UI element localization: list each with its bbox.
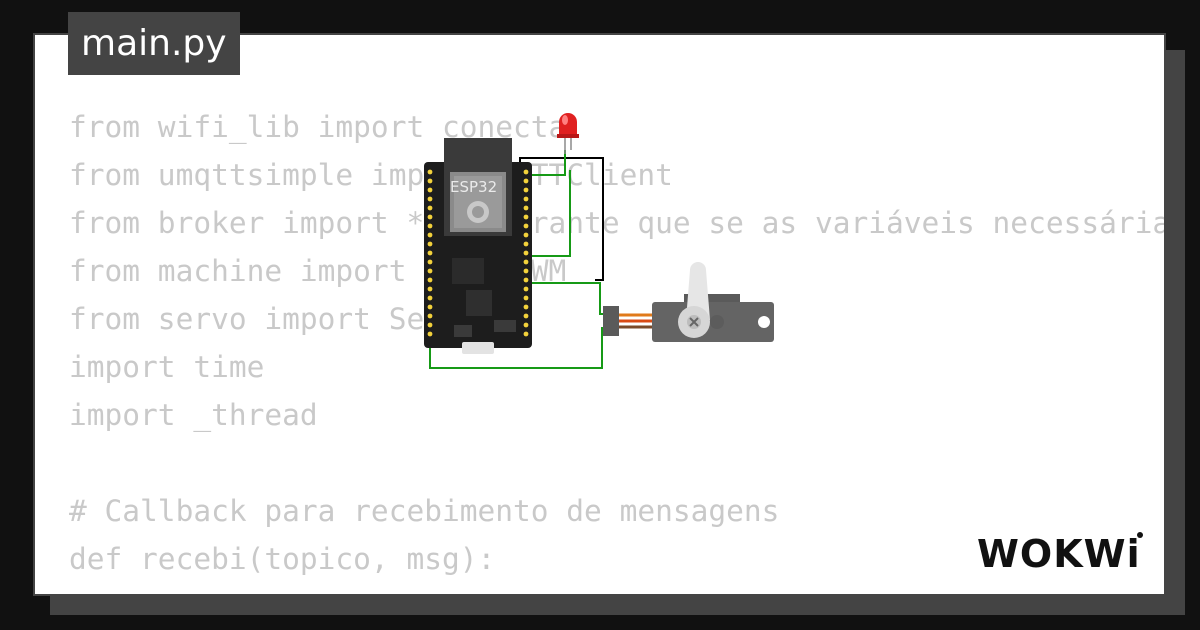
green-wire-led: [523, 150, 566, 176]
code-line: from broker import * # Garante que se as…: [69, 206, 1164, 240]
black-wire: [519, 157, 604, 281]
esp32-board[interactable]: ESP32: [424, 138, 532, 354]
circuit-diagram: ESP32: [424, 113, 774, 369]
code-line: # Callback para recebimento de mensagens: [69, 494, 780, 528]
green-wire-gpio: [520, 170, 571, 257]
code-line: [69, 439, 1164, 487]
code-line: import time: [69, 350, 265, 384]
code-line: print('Mensagem recebida'): [69, 583, 1164, 594]
green-wire-servo: [520, 282, 610, 315]
right-pin-header: [523, 169, 529, 337]
led[interactable]: [557, 113, 579, 154]
logo-text: WOKWi: [977, 532, 1141, 576]
servo-motor[interactable]: [603, 262, 774, 342]
board-label: ESP32: [450, 178, 497, 196]
code-line: import _thread: [69, 398, 318, 432]
code-line: def recebi(topico, msg):: [69, 542, 496, 576]
wokwi-logo: WOKWi: [977, 532, 1143, 576]
left-pin-header: [427, 169, 433, 337]
file-tab[interactable]: main.py: [68, 12, 240, 75]
